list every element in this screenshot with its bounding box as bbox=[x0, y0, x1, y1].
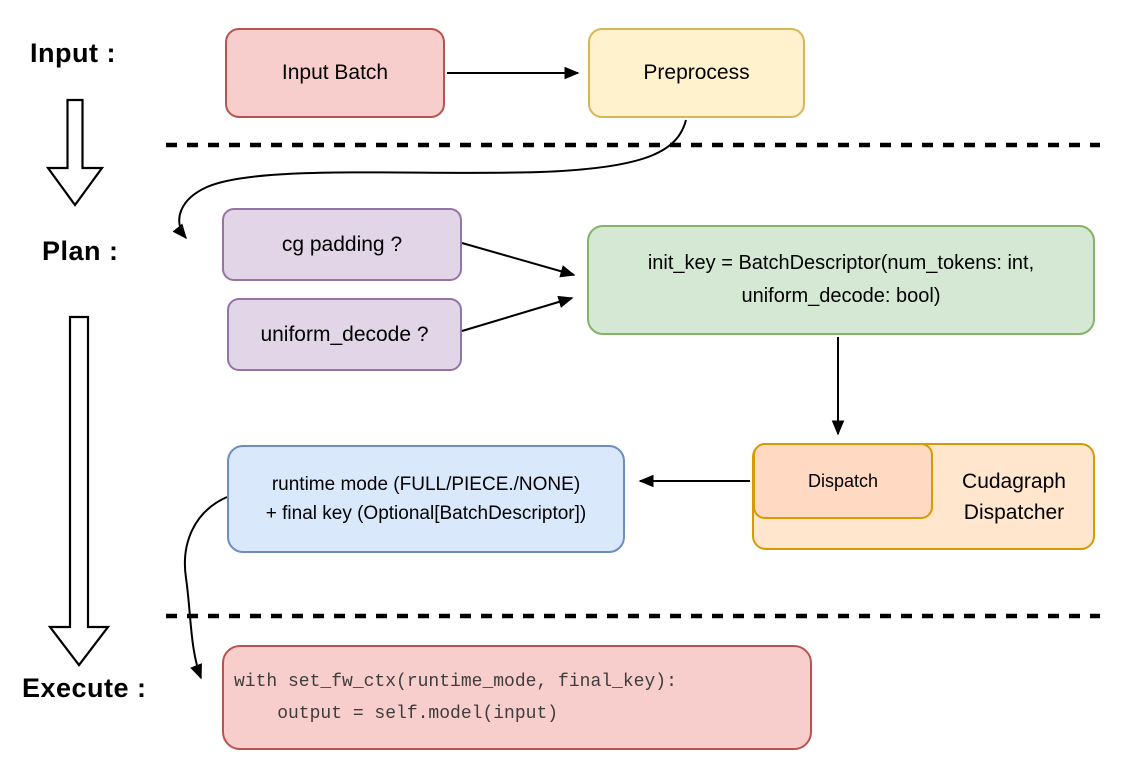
cudagraph-dispatcher-line1: Cudagraph bbox=[962, 469, 1066, 493]
connector-runtime-mode-to-execute-code bbox=[183, 496, 228, 680]
node-cudagraph-dispatcher-label: Cudagraph Dispatcher bbox=[933, 443, 1095, 550]
execute-code-line2: output = self.model(input) bbox=[234, 703, 559, 724]
connector-preprocess-to-cg-padding bbox=[172, 119, 687, 240]
node-init-key-line1: init_key = BatchDescriptor(num_tokens: i… bbox=[647, 252, 1035, 274]
node-init-key-line2: uniform_decode: bool) bbox=[741, 285, 941, 307]
node-preprocess: Preprocess bbox=[588, 28, 805, 118]
node-runtime-mode: runtime mode (FULL/PIECE./NONE) + final … bbox=[227, 445, 625, 553]
node-dispatch-label: Dispatch bbox=[807, 471, 879, 491]
stage-arrow-plan-to-execute-icon bbox=[47, 315, 111, 667]
stage-label-plan: Plan : bbox=[42, 236, 119, 266]
node-runtime-mode-line2: + final key (Optional[BatchDescriptor]) bbox=[265, 503, 587, 524]
node-init-key: init_key = BatchDescriptor(num_tokens: i… bbox=[587, 225, 1095, 335]
connector-uniform-decode-to-init-key bbox=[461, 295, 574, 332]
node-preprocess-label: Preprocess bbox=[643, 61, 750, 84]
node-runtime-mode-line1: runtime mode (FULL/PIECE./NONE) bbox=[271, 474, 581, 495]
node-cg-padding-label: cg padding ? bbox=[281, 232, 403, 256]
node-input-batch-label: Input Batch bbox=[281, 61, 389, 84]
connector-cg-padding-to-init-key bbox=[461, 242, 576, 278]
cudagraph-dispatcher-line2: Dispatcher bbox=[963, 500, 1065, 524]
node-cg-padding: cg padding ? bbox=[222, 208, 462, 281]
stage-label-execute: Execute : bbox=[22, 673, 147, 703]
execute-code-line1: with set_fw_ctx(runtime_mode, final_key)… bbox=[234, 671, 677, 692]
node-execute-code: with set_fw_ctx(runtime_mode, final_key)… bbox=[222, 645, 812, 750]
node-input-batch: Input Batch bbox=[225, 28, 445, 118]
stage-label-input: Input : bbox=[30, 38, 116, 68]
node-uniform-decode: uniform_decode ? bbox=[227, 298, 462, 371]
stage-arrow-input-to-plan-icon bbox=[45, 98, 105, 207]
node-dispatch: Dispatch bbox=[753, 443, 933, 519]
node-uniform-decode-label: uniform_decode ? bbox=[260, 322, 429, 346]
